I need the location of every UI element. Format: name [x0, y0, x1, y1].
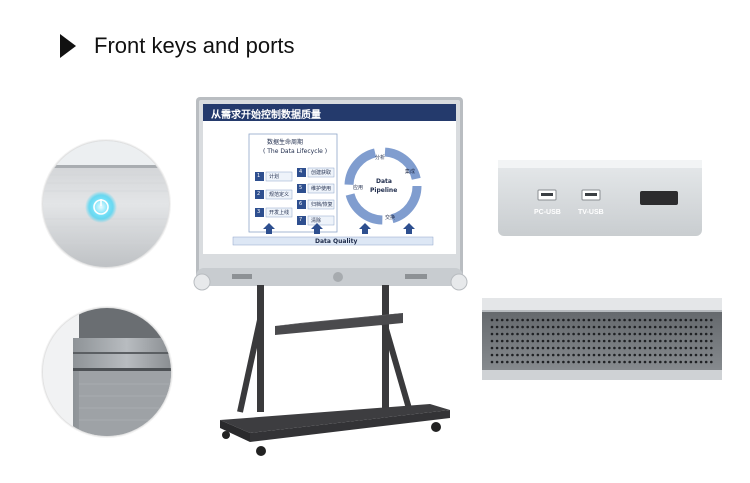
- power-glow: [85, 191, 117, 223]
- section-heading: Front keys and ports: [60, 30, 295, 62]
- speaker-grille-closeup: [482, 298, 722, 380]
- side-edge-closeup: [42, 307, 172, 437]
- step-number: 6: [299, 201, 303, 207]
- ring-label: 集成: [405, 169, 416, 175]
- step-number: 5: [299, 185, 303, 191]
- step-number: 4: [299, 169, 303, 175]
- step-number: 7: [299, 217, 303, 223]
- step-number: 2: [257, 191, 261, 197]
- section-title: Front keys and ports: [94, 33, 295, 58]
- tv-usb-label: TV-USB: [578, 209, 604, 216]
- step-label: 计划: [269, 174, 280, 180]
- step-label: 规范定义: [269, 192, 290, 198]
- triangle-right-icon: [60, 34, 76, 58]
- step-label: 开发上线: [269, 210, 290, 216]
- pipeline-label: Data: [376, 178, 392, 185]
- step-number: 1: [257, 173, 261, 179]
- pipeline-label: Pipeline: [370, 187, 398, 194]
- display-screen: 从需求开始控制数据质量: [203, 104, 456, 254]
- step-label: 创建获取: [311, 170, 332, 176]
- step-number: 3: [257, 209, 261, 215]
- step-label: 归档/恢复: [311, 202, 333, 208]
- screen-header: 从需求开始控制数据质量: [203, 104, 456, 121]
- step-label: 维护使用: [311, 186, 332, 192]
- ring-label: 应用: [353, 185, 364, 191]
- lifecycle-title: 数据生命周期: [267, 139, 304, 146]
- pc-usb-label: PC-USB: [534, 209, 561, 216]
- screen-title: 从需求开始控制数据质量: [211, 110, 321, 121]
- ports-closeup: PC-USB TV-USB: [498, 160, 702, 236]
- quality-footer: Data Quality: [315, 238, 358, 245]
- lifecycle-subtitle: ( The Data Lifecycle ): [263, 148, 328, 155]
- power-button-closeup: [42, 140, 170, 268]
- ring-label: 交换: [385, 215, 396, 221]
- step-label: 清除: [311, 218, 322, 224]
- ring-label: 分析: [375, 155, 386, 161]
